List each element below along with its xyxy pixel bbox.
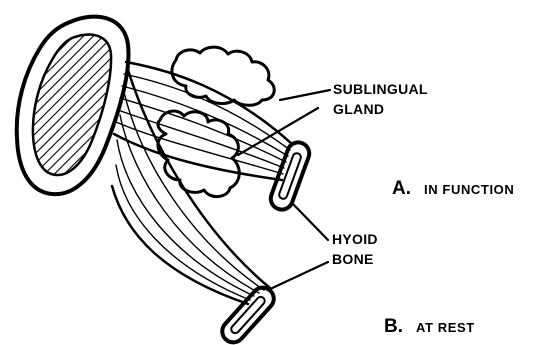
- label-a-text: IN FUNCTION: [424, 182, 514, 197]
- leader-hyoid-upper: [292, 203, 328, 240]
- mylohyoid-muscle: [114, 62, 292, 180]
- mandible-section: [17, 17, 129, 195]
- label-hyoid-line2: BONE: [332, 251, 374, 267]
- label-hyoid-line1: HYOID: [332, 231, 378, 247]
- label-a-letter: A.: [392, 178, 411, 199]
- leader-hyoid-lower: [268, 262, 328, 290]
- label-b-letter: B.: [384, 316, 403, 337]
- leader-sublingual-upper: [280, 90, 330, 100]
- leader-lines: [238, 90, 330, 290]
- label-sublingual-line2: GLAND: [333, 101, 384, 117]
- label-b-text: AT REST: [416, 320, 475, 335]
- label-sublingual-line1: SUBLINGUAL: [333, 81, 428, 97]
